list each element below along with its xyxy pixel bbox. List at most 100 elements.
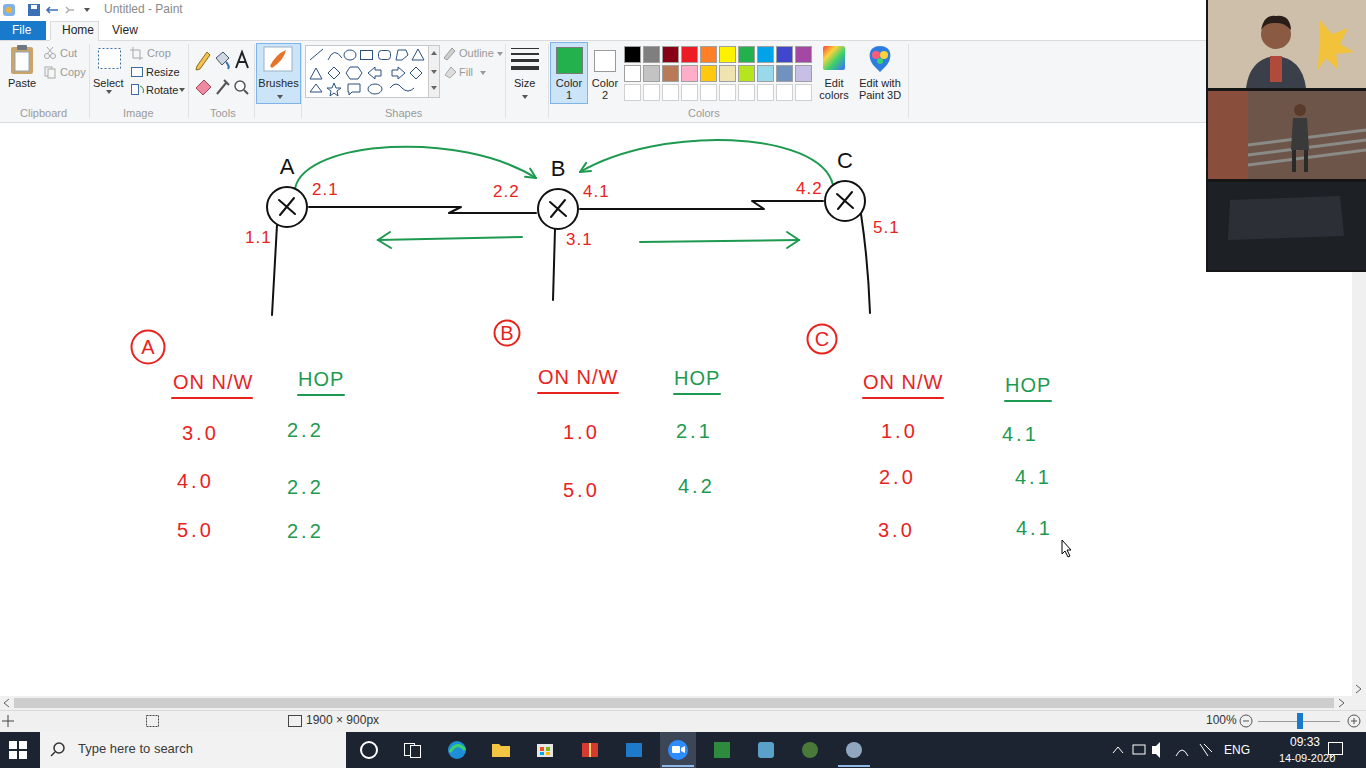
title-bar (6, 7, 12, 13)
group-label: Image (123, 107, 154, 120)
paste-icon (15, 52, 29, 71)
status-bar (1240, 715, 1252, 727)
size-icon (511, 53, 539, 55)
table-header: ON N/W (538, 366, 618, 389)
shapes-gallery (346, 67, 362, 79)
paint3d-icon (870, 46, 891, 72)
video-call-panel (1261, 16, 1291, 30)
clock-date: 14-09-2020 (1279, 752, 1335, 765)
taskbar (1133, 745, 1145, 754)
outline-fill-icons (444, 48, 455, 60)
video-call-panel (1294, 104, 1306, 116)
color-swatches (557, 48, 583, 74)
ribbon-button: Cut (60, 47, 77, 60)
title-bar (47, 7, 58, 13)
shapes-gallery (310, 84, 322, 92)
ribbon-button: Resize (146, 66, 180, 79)
color-swatches (551, 43, 588, 104)
shapes-gallery (306, 46, 440, 98)
table-header: HOP (674, 367, 720, 390)
cut-copy-icons (51, 54, 56, 59)
brushes-button (257, 44, 301, 104)
serial-link (309, 207, 536, 213)
paint3d-icon (877, 58, 883, 64)
ribbon-button: Size (514, 77, 535, 90)
color-palette (644, 85, 660, 101)
status-bar (1243, 721, 1249, 722)
video-call-panel (1208, 91, 1248, 179)
status-bar (0, 710, 1366, 732)
color-palette (663, 66, 679, 82)
ribbon (0, 122, 1366, 123)
ribbon-tabs (51, 22, 99, 41)
interface-label: 2.1 (312, 180, 339, 200)
table-header: ON N/W (863, 371, 943, 394)
brushes-button (264, 47, 292, 71)
image-icons (140, 86, 144, 93)
taskbar (537, 744, 553, 757)
ribbon-button: Edit colors (816, 77, 852, 101)
routing-update-arrow (580, 140, 833, 185)
taskbar (411, 746, 421, 758)
network-wires (272, 214, 870, 315)
taskbar (1176, 750, 1188, 756)
flow-arrows (378, 237, 522, 240)
canvas (0, 123, 1352, 696)
taskbar (582, 743, 598, 757)
menu-tab: View (112, 24, 138, 38)
shapes-gallery (328, 67, 340, 79)
table-underlines (863, 397, 943, 399)
color-palette (625, 47, 641, 63)
shapes-gallery (429, 46, 440, 98)
router-symbol (550, 200, 566, 217)
color-palette (644, 66, 660, 82)
image-icons (179, 88, 185, 92)
taskbar (626, 743, 642, 757)
color-palette (758, 47, 774, 63)
image-icons (132, 68, 143, 77)
paste-icon (11, 47, 33, 74)
title-bar (3, 4, 15, 16)
color-palette (682, 66, 698, 82)
edit-colors-icon (823, 46, 845, 70)
taskbar (660, 732, 696, 768)
tool-icons (226, 62, 229, 69)
router-symbol (825, 181, 865, 221)
flow-arrows (787, 232, 799, 248)
circled-letter-text: A (141, 336, 154, 358)
video-call-panel (1246, 56, 1306, 88)
tool-icons (236, 52, 248, 68)
cut-copy-icons (48, 69, 55, 78)
table-cell: 4.1 (1002, 423, 1039, 446)
shapes-gallery (431, 51, 437, 74)
shapes-gallery (412, 49, 424, 60)
table-cell: 5.0 (563, 479, 600, 502)
brushes-button (257, 44, 301, 104)
status-bar (1351, 718, 1357, 724)
scrollbars (4, 699, 9, 707)
network-wires (861, 214, 870, 313)
interface-label: 3.1 (566, 230, 593, 250)
taskbar (448, 741, 466, 759)
connector-line (580, 140, 833, 185)
ribbon (0, 40, 1366, 122)
router-node: A (265, 155, 309, 229)
table-cell: 1.0 (563, 421, 600, 444)
table-cell: 3.0 (878, 519, 915, 542)
ribbon-button: Copy (60, 66, 86, 79)
ribbon-button: Color 1 (552, 77, 586, 101)
shapes-gallery (328, 52, 342, 60)
ribbon (89, 44, 90, 118)
color-palette (701, 85, 717, 101)
paste-icon (17, 45, 27, 50)
table-underlines (172, 393, 1051, 401)
router-name: C (823, 149, 867, 173)
table-cell: 1.0 (881, 420, 918, 443)
group-label: Shapes (385, 107, 422, 120)
shapes-gallery (396, 50, 408, 60)
tool-icons (235, 81, 245, 91)
interface-label: 4.2 (796, 179, 823, 199)
color-palette (720, 85, 736, 101)
taskbar (492, 744, 510, 757)
taskbar (54, 743, 64, 753)
